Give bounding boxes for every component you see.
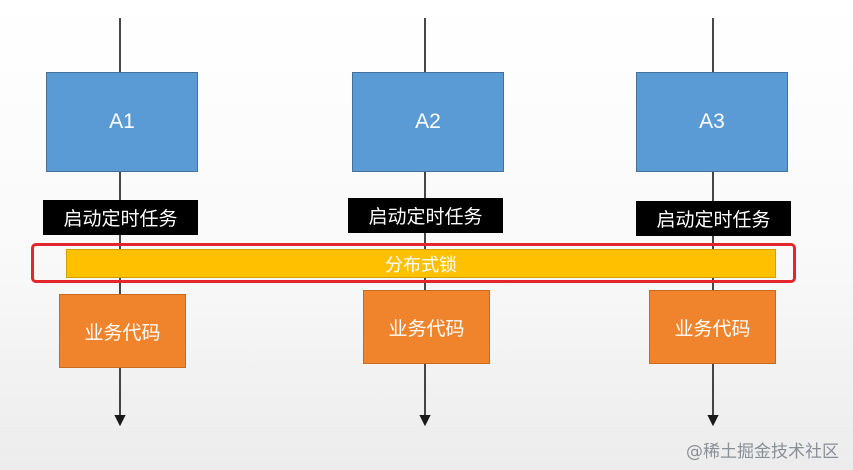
task-label-a3-text: 启动定时任务 xyxy=(656,209,771,231)
task-label-a1: 启动定时任务 xyxy=(43,200,198,235)
business-code-a3-label: 业务代码 xyxy=(674,317,751,340)
task-label-a2-text: 启动定时任务 xyxy=(368,206,483,228)
node-a3-label: A3 xyxy=(699,110,725,133)
node-a2: A2 xyxy=(352,72,504,172)
distributed-lock-highlight xyxy=(31,243,796,283)
node-a2-label: A2 xyxy=(415,110,441,133)
task-label-a3: 启动定时任务 xyxy=(636,201,791,236)
task-label-a2: 启动定时任务 xyxy=(348,198,503,233)
task-label-a1-text: 启动定时任务 xyxy=(63,208,178,230)
business-code-a1: 业务代码 xyxy=(59,294,186,368)
watermark: @稀土掘金技术社区 xyxy=(686,442,839,462)
business-code-a2-label: 业务代码 xyxy=(388,317,465,340)
business-code-a1-label: 业务代码 xyxy=(84,321,161,344)
business-code-a3: 业务代码 xyxy=(649,290,776,364)
distributed-lock-label: 分布式锁 xyxy=(385,254,457,276)
node-a1: A1 xyxy=(46,72,198,172)
distributed-lock-bar: 分布式锁 xyxy=(66,249,776,278)
business-code-a2: 业务代码 xyxy=(363,290,490,364)
node-a3: A3 xyxy=(636,72,788,172)
node-a1-label: A1 xyxy=(109,110,135,133)
